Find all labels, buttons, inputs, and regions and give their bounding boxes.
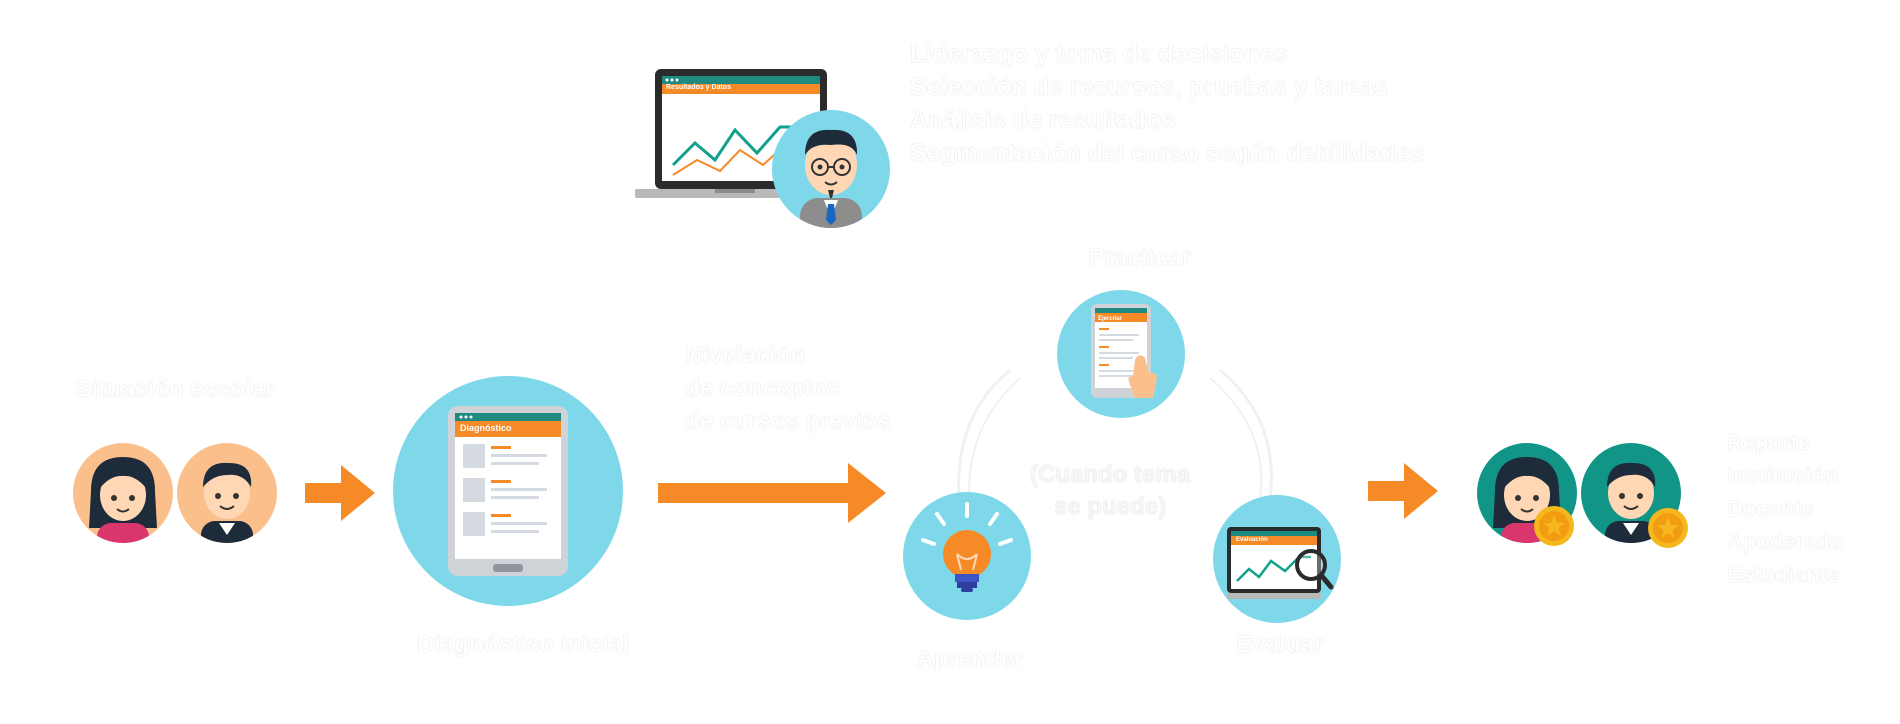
diagnostic-screen-title: Diagnóstico xyxy=(460,423,512,433)
remediation-line-1: Nivelación xyxy=(685,342,806,369)
practice-tablet-illustration xyxy=(1057,290,1185,418)
start-label: Situación escolar xyxy=(75,376,275,403)
learn-bulb-illustration xyxy=(903,492,1031,620)
end-line-3: Docente xyxy=(1727,496,1814,521)
evaluate-label: Evaluar xyxy=(1236,631,1324,658)
report-line-4: Segmentación del curso según debilidades xyxy=(910,139,1425,167)
student-girl-avatar xyxy=(73,443,173,543)
report-line-1: Liderazgo y toma de decisiones xyxy=(910,40,1288,68)
laptop-screen-title: Resultados y Datos xyxy=(666,84,731,91)
student-boy-avatar xyxy=(177,443,277,543)
cycle-connector-lines xyxy=(940,350,1290,510)
arrow-to-results xyxy=(1368,463,1440,519)
cycle-center-line-2: se puede) xyxy=(1053,493,1167,520)
evaluate-monitor-illustration xyxy=(1213,495,1341,623)
star-badge-icon xyxy=(1647,507,1689,549)
diagnostic-tablet-illustration xyxy=(393,376,623,606)
diagnostic-label: Diagnóstico inicial xyxy=(416,631,630,658)
practice-label: Practicar xyxy=(1088,244,1192,271)
end-line-1: Reporte xyxy=(1727,430,1811,455)
arrow-to-diagnostic xyxy=(305,465,377,521)
evaluate-screen-title: Evaluación xyxy=(1236,537,1268,543)
learn-label: Aprender xyxy=(916,646,1024,673)
end-line-4: Apoderado xyxy=(1727,529,1844,554)
arrow-to-cycle xyxy=(658,463,888,523)
report-line-2: Selección de recursos, pruebas y tareas xyxy=(910,73,1389,101)
remediation-line-2: de conceptos xyxy=(685,375,840,402)
teacher-avatar xyxy=(772,110,890,228)
cycle-center-line-1: (Cuando tema xyxy=(1029,461,1190,488)
report-line-3: Análisis de resultados xyxy=(910,106,1176,134)
star-badge-icon xyxy=(1533,505,1575,547)
end-line-5: Estudiante xyxy=(1727,562,1840,587)
result-student-boy-avatar xyxy=(1581,443,1681,543)
end-line-2: Institución xyxy=(1727,463,1839,488)
practice-screen-title: Ejercitar xyxy=(1098,316,1123,322)
remediation-line-3: de cursos previos xyxy=(685,408,891,435)
